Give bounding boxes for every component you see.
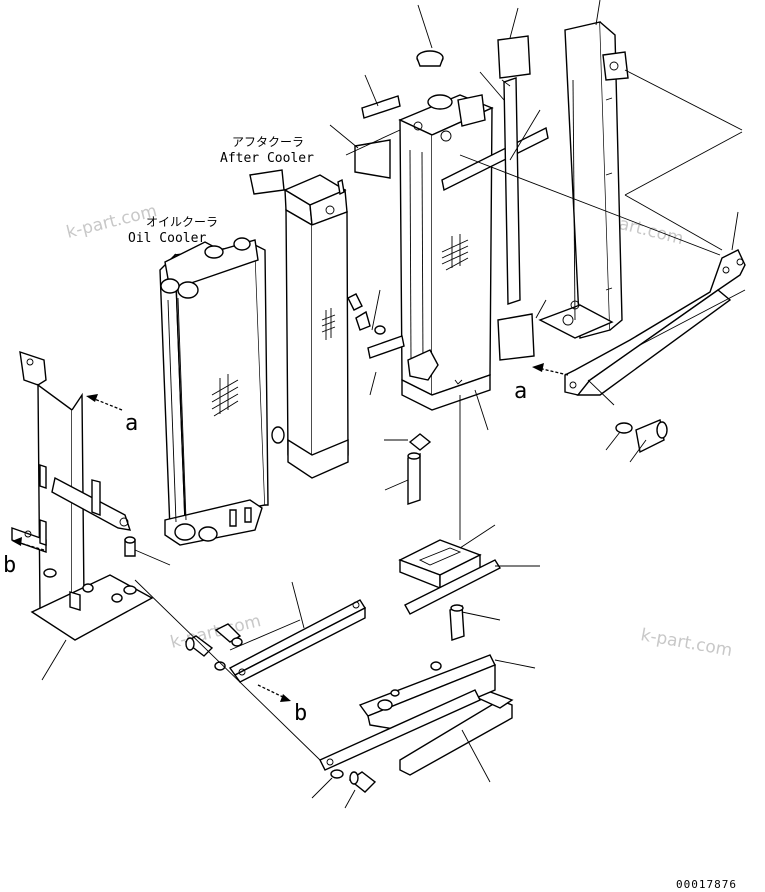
arrow-a-right xyxy=(532,363,569,376)
arrow-b-left xyxy=(12,537,45,551)
ref-label-b-left: b xyxy=(3,553,16,578)
lower-support-bar xyxy=(228,599,496,771)
drain-hose xyxy=(407,433,432,505)
seals xyxy=(347,35,549,361)
ref-label-a-left: a xyxy=(125,411,138,436)
watermark-4: k-part.com xyxy=(639,625,734,661)
after-cooler-label-jp: アフタクーラ xyxy=(232,135,304,149)
radiator-core xyxy=(398,50,494,411)
lower-spacers xyxy=(398,539,514,776)
right-side-bracket xyxy=(538,21,629,339)
oil-cooler-label-en: Oil Cooler xyxy=(128,231,206,246)
watermark-3: k-part.com xyxy=(168,611,263,653)
reference-lines xyxy=(134,69,746,761)
bolts-and-washers xyxy=(184,623,377,793)
after-cooler xyxy=(249,169,349,479)
leader-lines xyxy=(41,0,739,809)
ref-label-b-bottom: b xyxy=(294,701,307,726)
arrow-b-bottom xyxy=(257,684,291,702)
left-support-bracket xyxy=(11,350,154,641)
drawing-number: 00017876 xyxy=(676,878,737,891)
oil-cooler xyxy=(159,237,269,546)
oil-cooler-label-jp: オイルクーラ xyxy=(146,215,218,229)
lower-right-arm xyxy=(564,249,746,454)
after-cooler-label-en: After Cooler xyxy=(220,151,314,166)
ref-label-a-right: a xyxy=(514,379,527,404)
arrow-a-left xyxy=(86,394,123,411)
